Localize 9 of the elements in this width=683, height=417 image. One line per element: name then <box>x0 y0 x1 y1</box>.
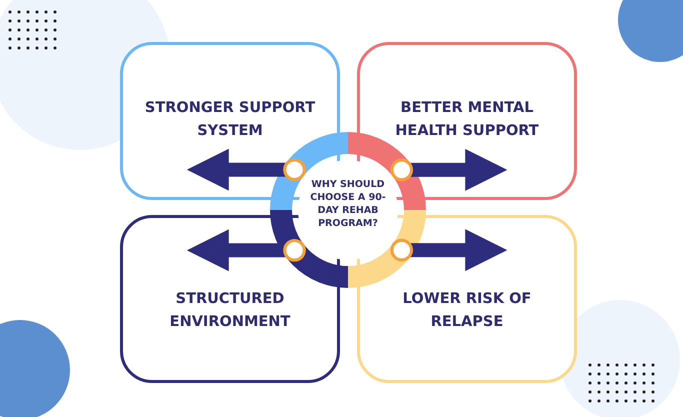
arrow <box>186 148 306 191</box>
box-title: LOWER RISK OF RELAPSE <box>402 290 532 332</box>
arrow <box>390 148 508 191</box>
arrow <box>186 229 306 272</box>
box-title: BETTER MENTAL HEALTH SUPPORT <box>394 99 540 141</box>
arrow <box>390 229 508 272</box>
box-title: STRUCTURED ENVIRONMENT <box>168 290 292 332</box>
hub-text: WHY SHOULD CHOOSE A 90-DAY REHAB PROGRAM? <box>309 178 387 230</box>
box-title: STRONGER SUPPORT SYSTEM <box>144 99 316 141</box>
